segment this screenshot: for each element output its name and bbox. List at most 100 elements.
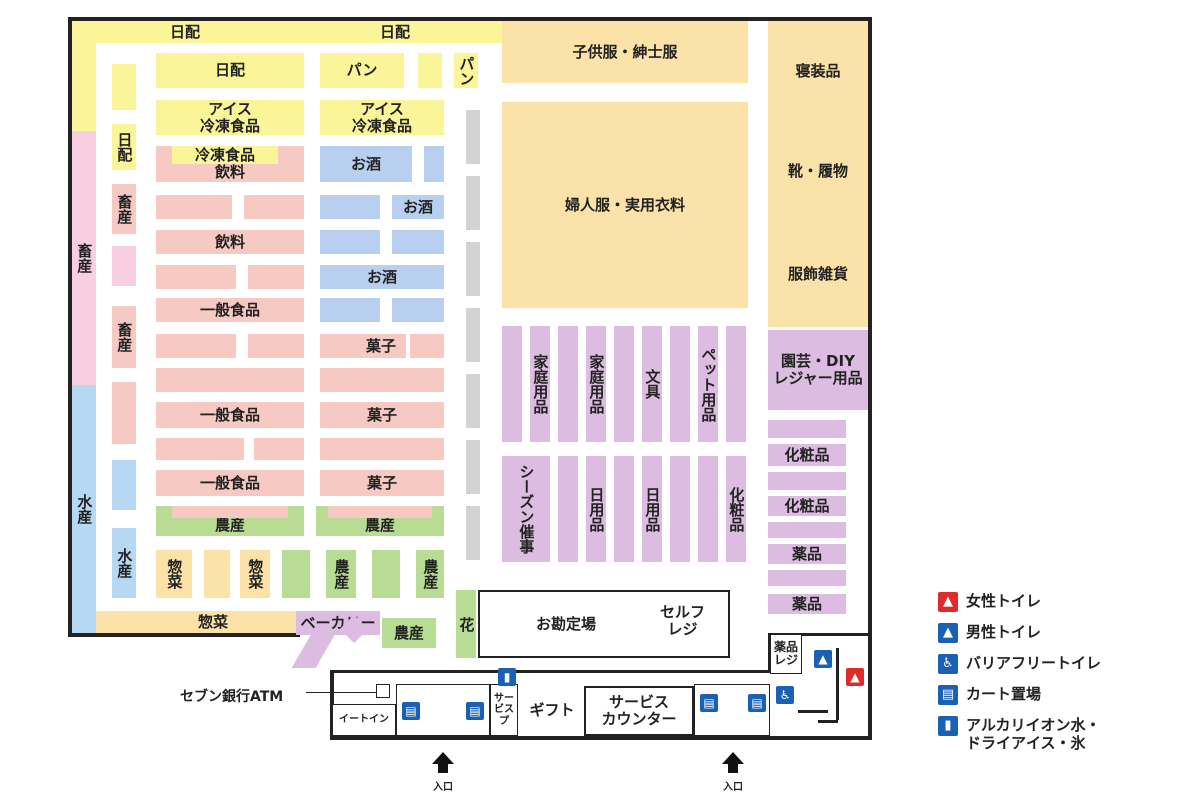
legend-item-female-toilet: ▲ 女性トイレ <box>938 592 1101 614</box>
zone-kesho-c <box>768 522 846 538</box>
zone-kesho-1: 化粧品 <box>768 444 846 466</box>
toilet-wall-2 <box>836 648 839 720</box>
zone-aisle1-i <box>254 438 304 460</box>
zone-aisle1-c <box>156 265 236 289</box>
zone-sozai-2: 惣菜 <box>240 550 270 598</box>
wall-bottom <box>330 736 872 740</box>
wall-toilet-top <box>768 633 872 636</box>
zone-kashi-1: 菓子 <box>356 334 406 358</box>
male-toilet-icon: ▲ <box>814 650 832 668</box>
zone-aisle1-g <box>156 368 304 392</box>
water-ice-icon: ▮ <box>498 668 516 686</box>
zone-pan-1: パン <box>320 53 404 88</box>
zone-chikusan-2: 畜産 <box>112 306 136 368</box>
zone-aisle1-b <box>244 195 304 219</box>
legend-item-accessible-toilet: ♿ バリアフリートイレ <box>938 654 1101 676</box>
zone-nichihai-left-wall <box>72 21 96 131</box>
zone-col-g <box>614 456 634 562</box>
zone-nichihai-side: 日配 <box>112 124 136 170</box>
zone-kashi-d <box>320 438 444 460</box>
zone-aisle1-e <box>156 334 236 358</box>
zone-suisan-col <box>112 460 136 510</box>
zone-col-d <box>670 326 690 442</box>
zone-nosan-3: 農産 <box>326 550 356 598</box>
zone-okanjo-box: お勘定場 セルフ レジ <box>478 590 730 658</box>
zone-yakuhin-2: 薬品 <box>768 594 846 614</box>
zone-osake-small <box>424 146 444 182</box>
zone-osake-e <box>392 298 444 322</box>
entrance-label-1: 入口 <box>433 782 453 793</box>
legend-label: カート置場 <box>966 685 1042 703</box>
zone-suisan-1: 水産 <box>112 528 136 598</box>
zone-nichihai-top-label-2: 日配 <box>379 22 410 41</box>
entrance-arrow-stem-1 <box>438 763 448 773</box>
legend-item-cart: ▤ カート置場 <box>938 685 1101 707</box>
zone-ippan-1: 一般食品 <box>156 298 304 322</box>
accessible-toilet-icon: ♿ <box>938 654 958 674</box>
zone-ice-2: アイス 冷凍食品 <box>320 100 444 135</box>
zone-osake-1: お酒 <box>320 146 412 182</box>
zone-yakuhin-1: 薬品 <box>768 544 846 564</box>
wall-left <box>68 17 72 637</box>
zone-col-c <box>614 326 634 442</box>
zone-kashi-a <box>320 334 356 358</box>
atm-box <box>376 684 390 698</box>
zone-ippan-2: 一般食品 <box>156 402 304 428</box>
legend-label: バリアフリートイレ <box>966 654 1102 672</box>
legend: ▲ 女性トイレ ▲ 男性トイレ ♿ バリアフリートイレ ▤ カート置場 ▮ アル… <box>938 592 1101 765</box>
cart-icon: ▤ <box>938 685 958 705</box>
wall-bottom-left <box>68 633 300 637</box>
zone-kesho-2: 化粧品 <box>768 496 846 516</box>
legend-label: 女性トイレ <box>966 592 1042 610</box>
zone-kashi-c <box>320 368 444 392</box>
zone-nosan-4: 農産 <box>416 550 444 598</box>
zone-gray-6 <box>466 440 480 494</box>
zone-service: サービス カウンター <box>584 686 694 736</box>
zone-osake-d <box>320 298 380 322</box>
accessible-toilet-icon: ♿ <box>776 686 794 704</box>
zone-aisle1-h <box>156 438 244 460</box>
female-toilet-icon: ▲ <box>938 592 958 612</box>
wall-entry-top <box>330 670 770 673</box>
wall-right <box>868 17 872 737</box>
zone-gray-3 <box>466 242 480 296</box>
zone-sozai-bottom: 惣菜 <box>96 611 330 633</box>
zone-kashi-b <box>410 334 444 358</box>
zone-osake-a <box>320 195 380 219</box>
water-ice-icon: ▮ <box>938 716 958 736</box>
zone-kashi-3: 菓子 <box>320 470 444 496</box>
zone-nosan-1-inner <box>172 506 288 518</box>
zone-nichihai-1: 日配 <box>156 53 304 88</box>
zone-chikusan-1: 畜産 <box>112 184 136 234</box>
zone-col-b <box>558 326 578 442</box>
zone-nosan-mid <box>372 550 400 598</box>
cart-icon: ▤ <box>466 702 484 720</box>
cart-icon: ▤ <box>402 702 420 720</box>
zone-ippan-3: 一般食品 <box>156 470 304 496</box>
zone-nosan-5: 農産 <box>382 618 436 648</box>
zone-bungu: 文具 <box>642 326 662 442</box>
zone-eat-in: イートイン <box>332 704 396 736</box>
atm-line <box>306 692 376 693</box>
zone-bakery: ベーカリー <box>296 611 380 635</box>
zone-kodomo: 子供服・紳士服 <box>502 21 748 83</box>
zone-kesho-b <box>768 472 846 490</box>
zone-chikusan-pink <box>112 246 136 286</box>
zone-col-e <box>726 326 746 442</box>
zone-ice-1: アイス 冷凍食品 <box>156 100 304 135</box>
zone-kutsu: 靴・履物 <box>768 121 868 221</box>
zone-chikusan-wall: 畜産 <box>72 131 96 385</box>
zone-gift: ギフト <box>529 700 575 719</box>
zone-aisle1-a <box>156 195 232 219</box>
zone-col-f <box>558 456 578 562</box>
zone-nichiyo-2: 日用品 <box>642 456 662 562</box>
zone-nichiyo-1: 日用品 <box>586 456 606 562</box>
zone-aisle1-f <box>248 334 304 358</box>
zone-col-h <box>670 456 690 562</box>
cart-icon: ▤ <box>700 694 718 712</box>
zone-kesho-a <box>768 420 846 438</box>
female-toilet-icon: ▲ <box>846 668 864 686</box>
zone-sozai-1: 惣菜 <box>156 550 192 598</box>
zone-katei-1: 家庭用品 <box>530 326 550 442</box>
